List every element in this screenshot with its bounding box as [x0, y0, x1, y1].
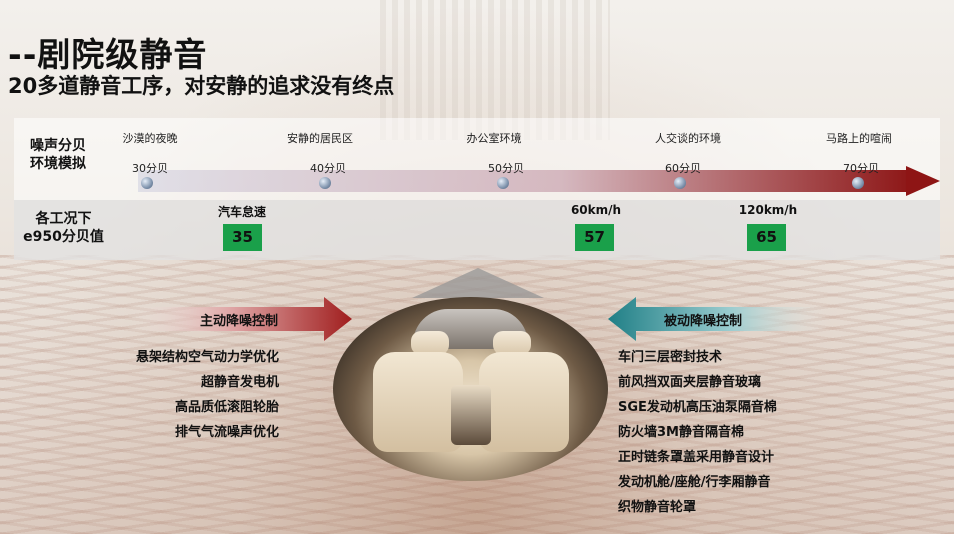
- passive-control-list: 车门三层密封技术 前风挡双面夹层静音玻璃 SGE发动机高压油泵隔音棉 防火墙3M…: [618, 345, 777, 520]
- list-item: 超静音发电机: [200, 375, 279, 390]
- condition-label: 60km/h: [570, 203, 622, 217]
- env-label: 人交谈的环境: [655, 132, 721, 145]
- timeline-dot: [497, 177, 509, 189]
- background-organ: [380, 0, 610, 140]
- condition-row-label: 各工况下 e950分贝值: [16, 210, 111, 246]
- list-item: 排气气流噪声优化: [174, 425, 279, 440]
- car-interior-image: [333, 297, 608, 481]
- active-control-label: 主动降噪控制: [200, 314, 279, 329]
- decibel-badge: 57: [575, 224, 614, 251]
- condition-label: 120km/h: [738, 203, 798, 217]
- noise-timeline-bar: [138, 170, 908, 192]
- list-item: 车门三层密封技术: [618, 350, 723, 365]
- decibel-badge: 35: [223, 224, 262, 251]
- env-db: 40分贝: [310, 162, 346, 175]
- active-arrow-shape: [128, 297, 352, 341]
- passive-control-label: 被动降噪控制: [664, 314, 743, 329]
- headrest: [493, 331, 531, 355]
- center-console: [451, 385, 491, 445]
- passive-arrow-shape: [608, 297, 832, 341]
- condition-row-label-line2: e950分贝值: [23, 229, 104, 245]
- list-item: 织物静音轮罩: [618, 500, 697, 515]
- env-label: 办公室环境: [466, 132, 522, 145]
- env-label: 安静的居民区: [287, 132, 353, 145]
- noise-row-label-line2: 环境模拟: [30, 156, 86, 172]
- active-control-arrow: 主动降噪控制: [128, 297, 352, 341]
- passive-control-arrow: 被动降噪控制: [608, 297, 832, 341]
- list-item: 悬架结构空气动力学优化: [135, 350, 279, 365]
- timeline-arrowhead: [906, 166, 940, 196]
- list-item: 高品质低滚阻轮胎: [174, 400, 279, 415]
- condition-label: 汽车怠速: [217, 205, 266, 219]
- headrest: [411, 331, 449, 355]
- noise-row-label: 噪声分贝 环境模拟: [18, 137, 98, 173]
- noise-row-label-line1: 噪声分贝: [30, 138, 86, 154]
- list-item: 防火墙3M静音隔音棉: [618, 425, 744, 440]
- timeline-dot: [674, 177, 686, 189]
- env-label: 马路上的喧闹: [826, 132, 892, 145]
- page-subtitle: 20多道静音工序，对安静的追求没有终点: [8, 74, 395, 98]
- list-item: 发动机舱/座舱/行李厢静音: [618, 475, 771, 490]
- pointer-triangle: [412, 268, 544, 298]
- env-db: 60分贝: [665, 162, 701, 175]
- timeline-dot: [852, 177, 864, 189]
- timeline-dot: [319, 177, 331, 189]
- list-item: 前风挡双面夹层静音玻璃: [618, 375, 762, 390]
- timeline-dot: [141, 177, 153, 189]
- list-item: 正时链条罩盖采用静音设计: [618, 450, 775, 465]
- env-db: 70分贝: [843, 162, 879, 175]
- env-label: 沙漠的夜晚: [122, 132, 178, 145]
- right-seat: [479, 352, 569, 452]
- list-item: SGE发动机高压油泵隔音棉: [618, 400, 777, 415]
- decibel-badge: 65: [747, 224, 786, 251]
- page-title: --剧院级静音: [8, 35, 208, 74]
- env-db: 50分贝: [488, 162, 524, 175]
- env-db: 30分贝: [132, 162, 168, 175]
- condition-row-label-line1: 各工况下: [35, 211, 92, 227]
- left-seat: [373, 352, 463, 452]
- active-control-list: 悬架结构空气动力学优化 超静音发电机 高品质低滚阻轮胎 排气气流噪声优化: [136, 345, 279, 445]
